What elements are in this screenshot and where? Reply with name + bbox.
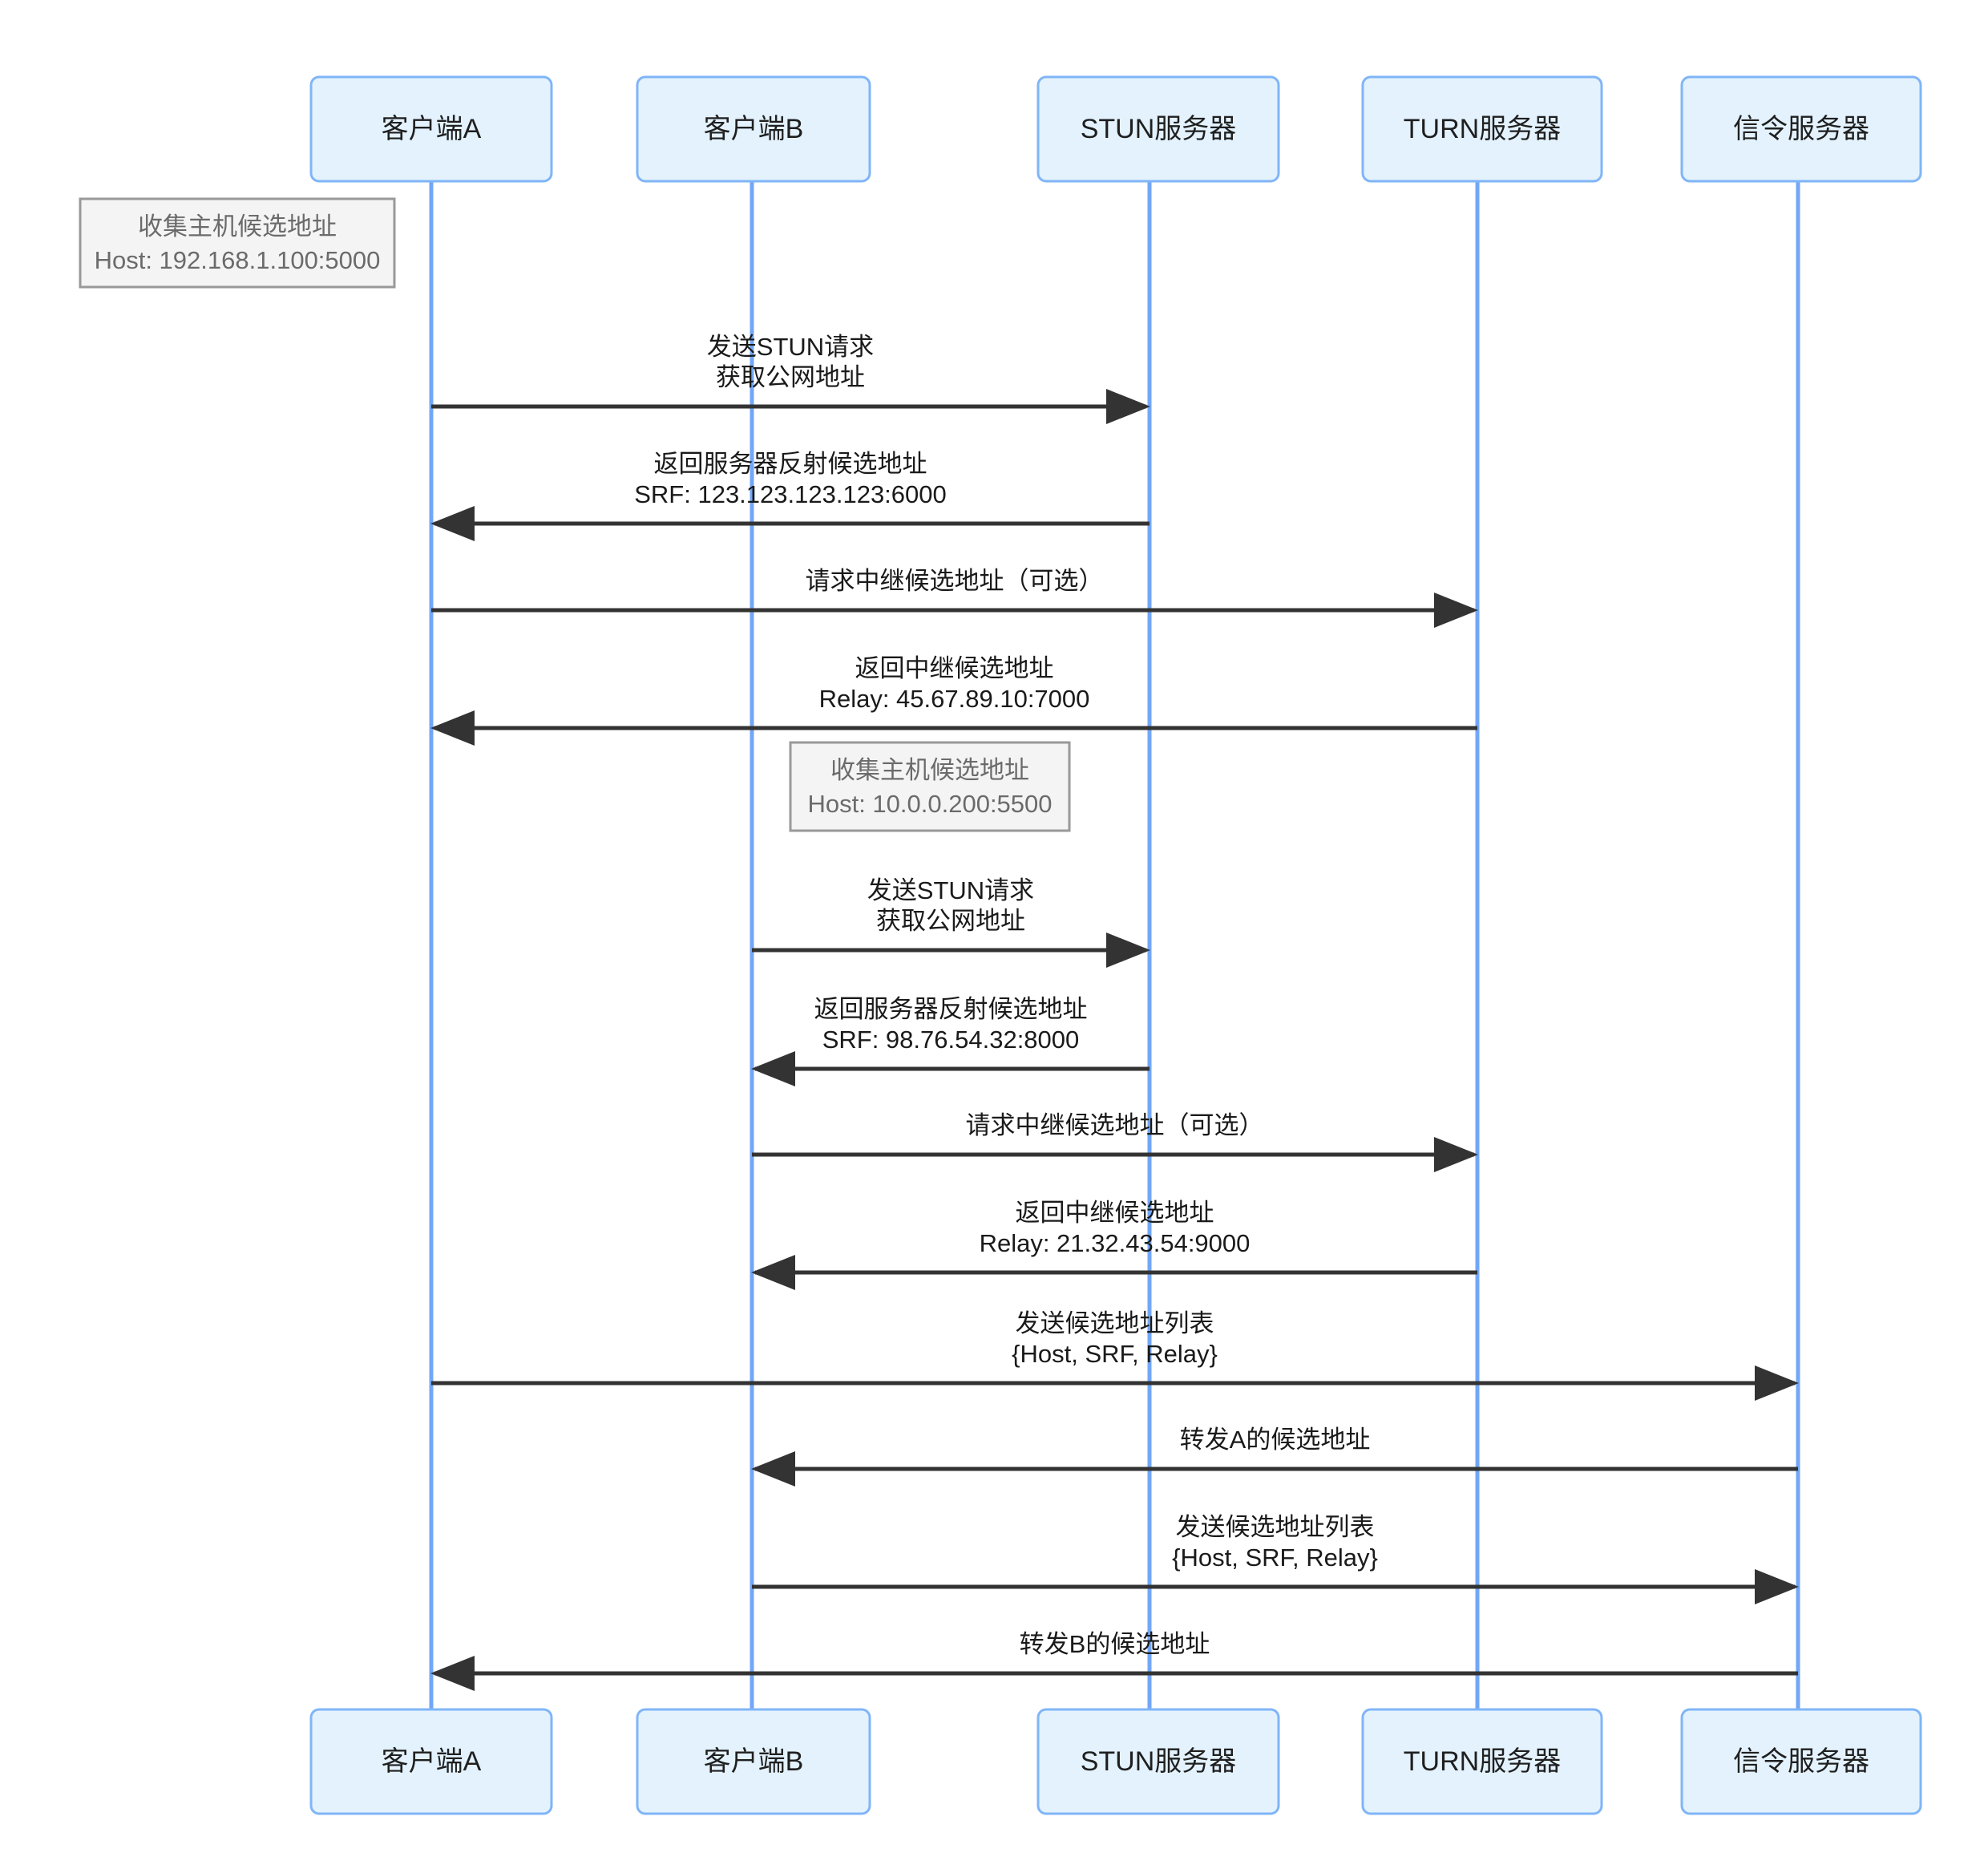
participant-header-stun[interactable]: STUN服务器 xyxy=(1036,75,1280,183)
participant-label: TURN服务器 xyxy=(1404,114,1561,144)
participant-header-b[interactable]: 客户端B xyxy=(636,75,871,183)
participant-label: STUN服务器 xyxy=(1081,114,1237,144)
participant-box-shape xyxy=(1680,75,1922,183)
message-label-line: SRF: 98.76.54.32:8000 xyxy=(822,1026,1080,1054)
note-box-shape xyxy=(789,741,1071,832)
participant-footer-a[interactable]: 客户端A xyxy=(309,1708,553,1815)
message-4-turn-to-a: 返回中继候选地址 Relay: 45.67.89.10:7000 xyxy=(430,654,1477,746)
participant-footer-b[interactable]: 客户端B xyxy=(636,1708,871,1815)
message-label-line: 发送STUN请求 xyxy=(707,333,874,361)
message-label-line: 返回中继候选地址 xyxy=(1016,1199,1214,1227)
participant-footer-turn[interactable]: TURN服务器 xyxy=(1361,1708,1603,1815)
participant-box-shape xyxy=(1036,75,1280,183)
participant-box-shape xyxy=(1036,1708,1280,1815)
message-label-line: Relay: 45.67.89.10:7000 xyxy=(819,685,1090,713)
message-label-line: 返回中继候选地址 xyxy=(855,654,1054,682)
message-label-line: 请求中继候选地址（可选） xyxy=(966,1111,1264,1139)
participant-footer-sig[interactable]: 信令服务器 xyxy=(1680,1708,1922,1815)
participant-label: STUN服务器 xyxy=(1081,1746,1237,1777)
participant-label: 客户端A xyxy=(382,114,482,144)
message-label-line: 发送STUN请求 xyxy=(867,876,1034,904)
message-10-sig-to-b: 转发A的候选地址 xyxy=(751,1426,1798,1487)
participant-box-shape xyxy=(636,75,871,183)
participant-box-shape xyxy=(1361,1708,1603,1815)
message-label-line: Relay: 21.32.43.54:9000 xyxy=(980,1229,1251,1257)
note-note-a: 收集主机候选地址 Host: 192.168.1.100:5000 xyxy=(79,197,396,289)
message-label-line: {Host, SRF, Relay} xyxy=(1172,1543,1378,1572)
note-text-line: 收集主机候选地址 xyxy=(138,212,337,241)
participant-label: TURN服务器 xyxy=(1404,1746,1561,1777)
lifelines-layer xyxy=(429,181,1800,1709)
message-label-line: 转发B的候选地址 xyxy=(1020,1630,1210,1658)
message-label-line: 返回服务器反射候选地址 xyxy=(814,995,1088,1023)
participant-box-shape xyxy=(309,75,553,183)
message-3-a-to-turn: 请求中继候选地址（可选） xyxy=(431,567,1478,628)
participant-box-shape xyxy=(636,1708,871,1815)
participant-box-shape xyxy=(1361,75,1603,183)
participant-box-shape xyxy=(309,1708,553,1815)
participant-footer-stun[interactable]: STUN服务器 xyxy=(1036,1708,1280,1815)
message-label-line: 获取公网地址 xyxy=(716,363,865,391)
message-label-line: 返回服务器反射候选地址 xyxy=(654,450,927,478)
participant-label: 客户端B xyxy=(704,114,804,144)
participant-header-a[interactable]: 客户端A xyxy=(309,75,553,183)
participant-label: 客户端B xyxy=(704,1746,804,1777)
participant-label: 信令服务器 xyxy=(1733,114,1869,144)
message-11-b-to-sig: 发送候选地址列表{Host, SRF, Relay} xyxy=(752,1513,1799,1604)
message-label-line: 请求中继候选地址（可选） xyxy=(806,567,1104,595)
participant-header-sig[interactable]: 信令服务器 xyxy=(1680,75,1922,183)
note-box-shape xyxy=(79,197,396,289)
message-6-stun-to-b: 返回服务器反射候选地址 SRF: 98.76.54.32:8000 xyxy=(751,995,1150,1086)
participant-header-turn[interactable]: TURN服务器 xyxy=(1361,75,1603,183)
participant-box-shape xyxy=(1680,1708,1922,1815)
participant-footer-layer: 客户端A 客户端B STUN服务器 TURN服务器 信令服务器 xyxy=(309,1708,1922,1815)
message-9-a-to-sig: 发送候选地址列表 {Host, SRF, Relay} xyxy=(431,1309,1799,1401)
participant-label: 客户端A xyxy=(382,1746,482,1777)
note-text-line: 收集主机候选地址 xyxy=(830,756,1029,784)
note-text-line: Host: 192.168.1.100:5000 xyxy=(95,246,381,274)
participant-header-layer: 客户端A 客户端B STUN服务器 TURN服务器 信令服务器 xyxy=(309,75,1922,183)
message-label-line: 发送候选地址列表 xyxy=(1176,1513,1375,1541)
message-label-line: 转发A的候选地址 xyxy=(1180,1426,1371,1454)
message-label-line: {Host, SRF, Relay} xyxy=(1012,1340,1218,1368)
note-text-line: Host: 10.0.0.200:5500 xyxy=(807,790,1052,818)
participant-label: 信令服务器 xyxy=(1733,1746,1869,1777)
message-label-line: 发送候选地址列表 xyxy=(1016,1309,1214,1337)
message-label-line: 获取公网地址 xyxy=(876,907,1025,935)
message-12-sig-to-a: 转发B的候选地址 xyxy=(430,1630,1798,1691)
message-label-line: SRF: 123.123.123.123:6000 xyxy=(634,480,947,508)
note-note-b: 收集主机候选地址 Host: 10.0.0.200:5500 xyxy=(789,741,1071,832)
message-7-b-to-turn: 请求中继候选地址（可选） xyxy=(752,1111,1478,1172)
